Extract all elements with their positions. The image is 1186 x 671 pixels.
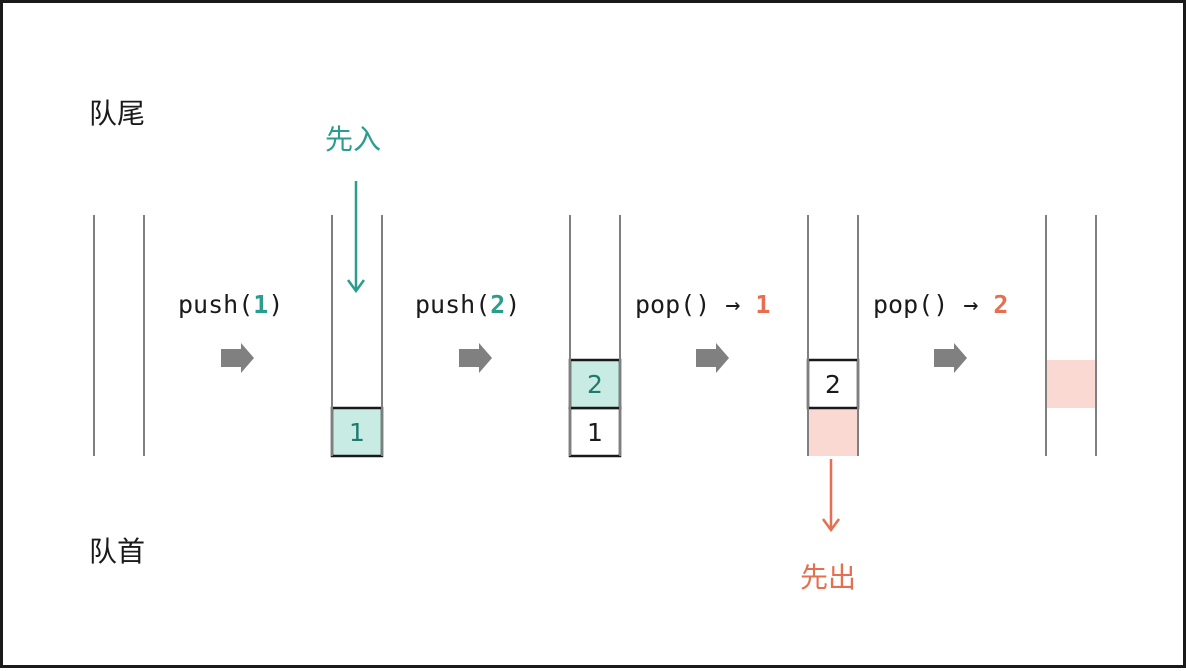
first-out-arrow [821, 459, 841, 533]
queue-states-layer: 1 1 2 2 [93, 215, 1097, 458]
queue-cell [330, 406, 384, 458]
transition-arrow-icon [459, 343, 492, 373]
first-out-label: 先出 [800, 561, 856, 594]
removed-slot [1046, 360, 1096, 408]
first-in-arrow [346, 181, 366, 294]
queue-diagram: 队尾 队首 先入 先出 push(1) push(2) pop() → 1 po… [89, 97, 1097, 594]
first-in-label: 先入 [325, 123, 381, 156]
queue-cell-value: 1 [349, 418, 365, 447]
operation-label-4: pop() → 2 [873, 290, 1008, 319]
queue-cell-value: 2 [587, 370, 603, 399]
transition-arrow-icon [934, 343, 967, 373]
transition-arrow-icon [221, 343, 254, 373]
queue-cell-value: 1 [587, 418, 603, 447]
transition-arrow-icon [696, 343, 729, 373]
tail-label: 队尾 [89, 97, 145, 130]
removed-slot [808, 408, 858, 456]
operation-label-1: push(1) [178, 290, 283, 319]
operation-label-2: push(2) [415, 290, 520, 319]
operation-label-3: pop() → 1 [635, 290, 770, 319]
queue-cell-value: 2 [825, 370, 841, 399]
head-label: 队首 [89, 535, 145, 568]
